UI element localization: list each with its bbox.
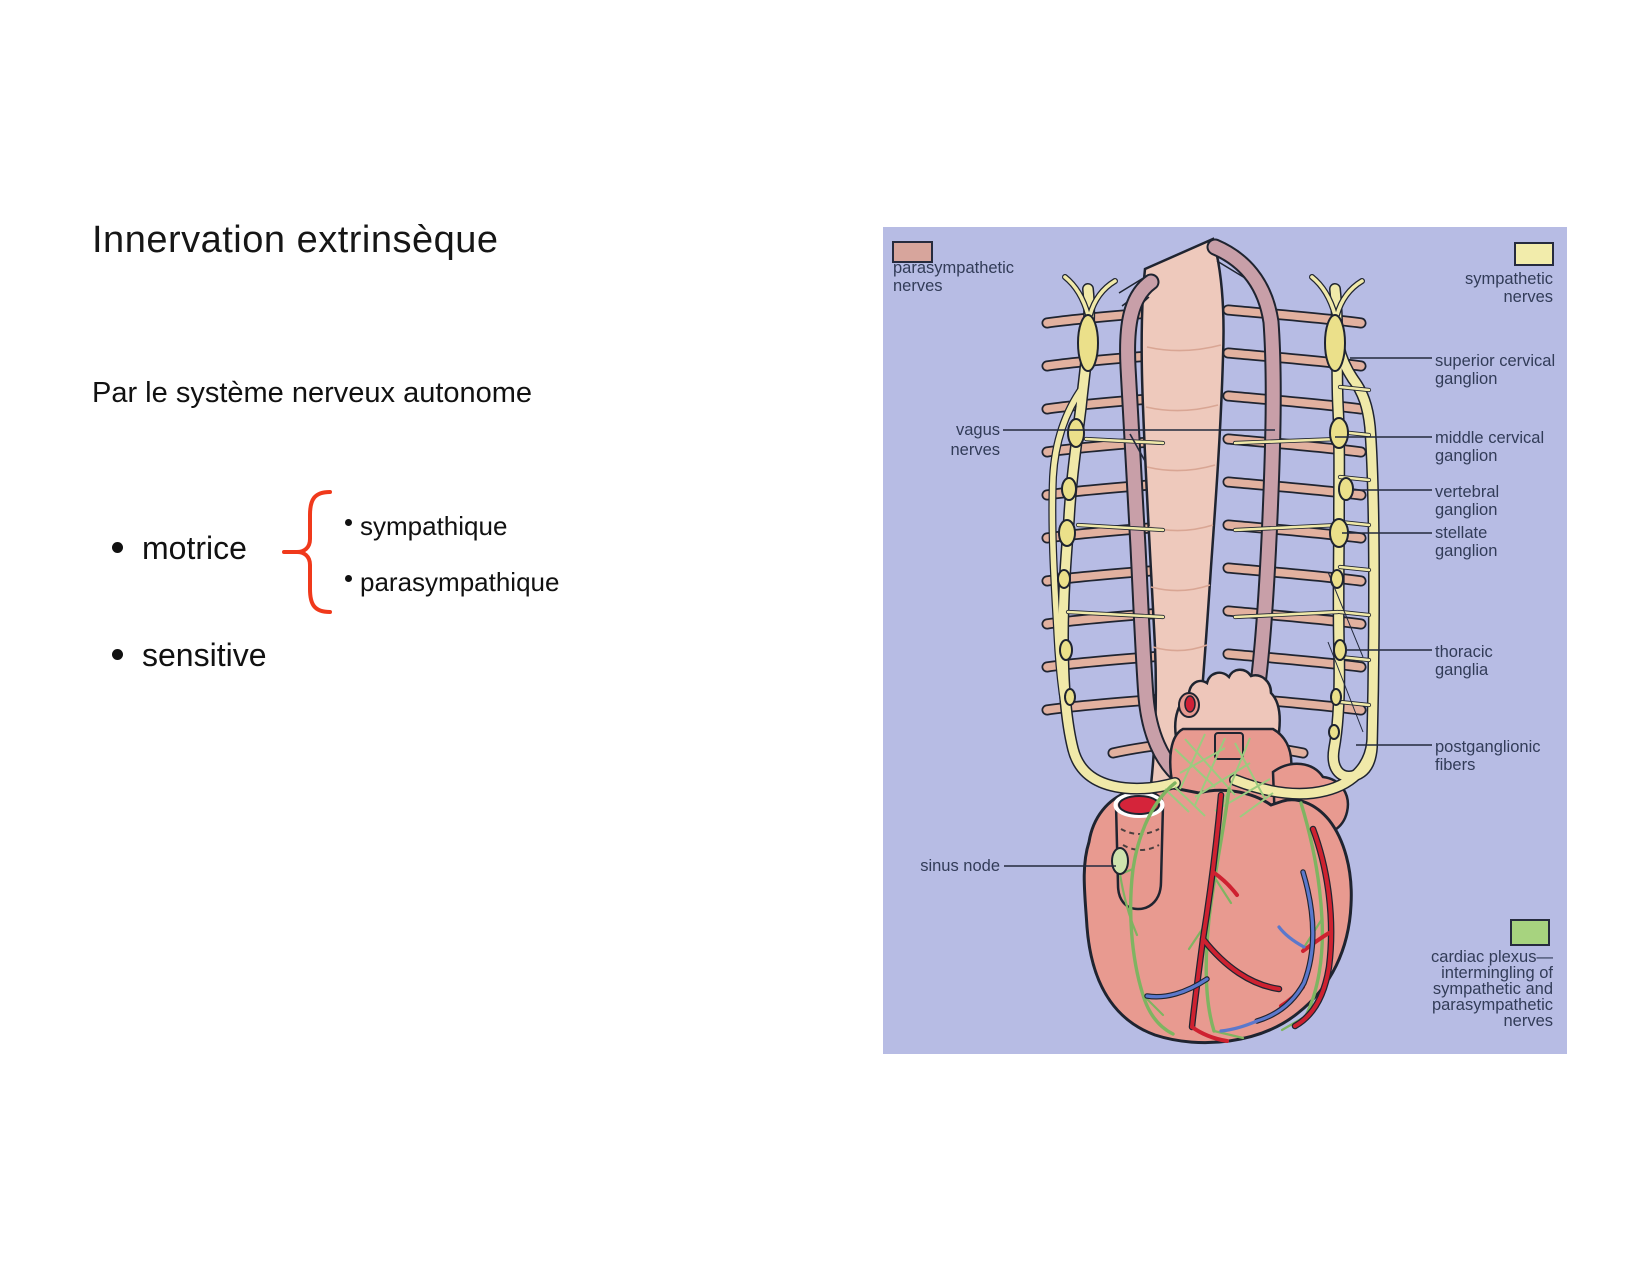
superior-cervical-label: ganglion — [1435, 370, 1497, 388]
postganglionic-label: postganglionic — [1435, 738, 1541, 756]
leader-lines — [1003, 357, 1432, 867]
cardiac-plexus-label: nerves — [1503, 1012, 1553, 1030]
page-title: Innervation extrinsèque — [92, 219, 499, 261]
diagram-labels: parasympathetic nerves sympathetic nerve… — [893, 259, 1555, 1030]
sympathetic-label: nerves — [1503, 288, 1553, 306]
ganglia-group — [1057, 314, 1354, 740]
bullet-dot — [112, 542, 123, 553]
bullet-motrice: motrice — [142, 530, 247, 566]
stellate-label: stellate — [1435, 524, 1487, 542]
bullet-parasympathique: parasympathique — [360, 567, 560, 597]
parasympathetic-label: nerves — [893, 277, 943, 295]
heart-innervation-diagram: parasympathetic nerves sympathetic nerve… — [883, 227, 1567, 1054]
stellate-label: ganglion — [1435, 542, 1497, 560]
sympathetic-label: sympathetic — [1465, 270, 1553, 288]
bullet-sympathique: sympathique — [360, 511, 508, 541]
sinus-node-shape — [1111, 847, 1129, 875]
cardiac-plexus-label: cardiac plexus— — [1431, 948, 1553, 966]
vagus-label: vagus — [956, 421, 1000, 439]
bullet-sensitive: sensitive — [142, 637, 267, 673]
parasympathetic-label: parasympathetic — [893, 259, 1014, 277]
svc-cut-lumen — [1118, 795, 1160, 815]
bullet-dot — [112, 649, 123, 660]
sub-bullet-dot — [345, 575, 352, 582]
brace-shape — [282, 490, 332, 614]
cardiac-veins — [1144, 869, 1316, 1033]
thoracic-label: thoracic — [1435, 643, 1493, 661]
heart-shape — [1082, 668, 1353, 1045]
cardiac-plexus-label: parasympathetic — [1432, 996, 1553, 1014]
superior-cervical-label: superior cervical — [1435, 352, 1555, 370]
cardiac-plexus-mesh — [1164, 733, 1274, 818]
sympathetic-chains — [1048, 274, 1381, 800]
cardiac-plexus-label: intermingling of — [1441, 964, 1553, 982]
cut-vessel-red — [1184, 695, 1196, 713]
thoracic-label: ganglia — [1435, 661, 1489, 679]
cardiac-plexus-label: sympathetic and — [1433, 980, 1553, 998]
sympathetic-swatch — [1514, 242, 1554, 266]
cardiac-plexus-swatch — [1510, 919, 1550, 946]
brace-path — [282, 490, 332, 614]
middle-cervical-label: ganglion — [1435, 447, 1497, 465]
superior-cervical-ganglion-shape — [1324, 314, 1346, 372]
parasympathetic-swatch — [892, 241, 933, 263]
vertebral-label: vertebral — [1435, 483, 1499, 501]
sinus-node-label: sinus node — [920, 857, 1000, 875]
postganglionic-label: fibers — [1435, 756, 1475, 774]
sub-bullet-dot — [345, 519, 352, 526]
vertebral-ganglion-shape — [1338, 477, 1354, 501]
middle-cervical-ganglion-shape — [1329, 417, 1349, 449]
vertebral-label: ganglion — [1435, 501, 1497, 519]
coronary-arteries — [1188, 791, 1335, 1043]
subtitle: Par le système nerveux autonome — [92, 377, 533, 409]
vagus-label: nerves — [950, 441, 1000, 459]
middle-cervical-label: middle cervical — [1435, 429, 1544, 447]
